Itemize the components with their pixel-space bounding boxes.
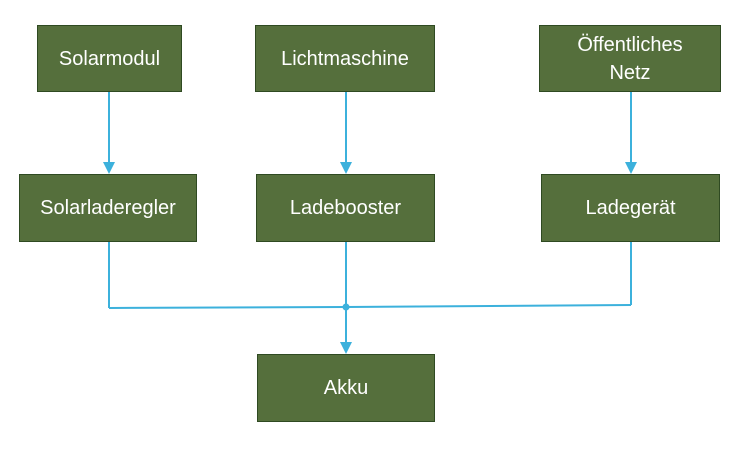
arrowhead-akku xyxy=(340,342,352,354)
node-oeffentliches-netz: Öffentliches Netz xyxy=(539,25,721,92)
node-akku: Akku xyxy=(257,354,435,422)
node-solarmodul: Solarmodul xyxy=(37,25,182,92)
bus-line xyxy=(108,304,632,309)
node-ladegeraet: Ladegerät xyxy=(541,174,720,242)
node-solarladeregler: Solarladeregler xyxy=(19,174,197,242)
arrowhead-ladebooster xyxy=(340,162,352,174)
arrowhead-solarladeregler xyxy=(103,162,115,174)
arrowhead-ladegeraet xyxy=(625,162,637,174)
node-ladebooster: Ladebooster xyxy=(256,174,435,242)
node-lichtmaschine: Lichtmaschine xyxy=(255,25,435,92)
